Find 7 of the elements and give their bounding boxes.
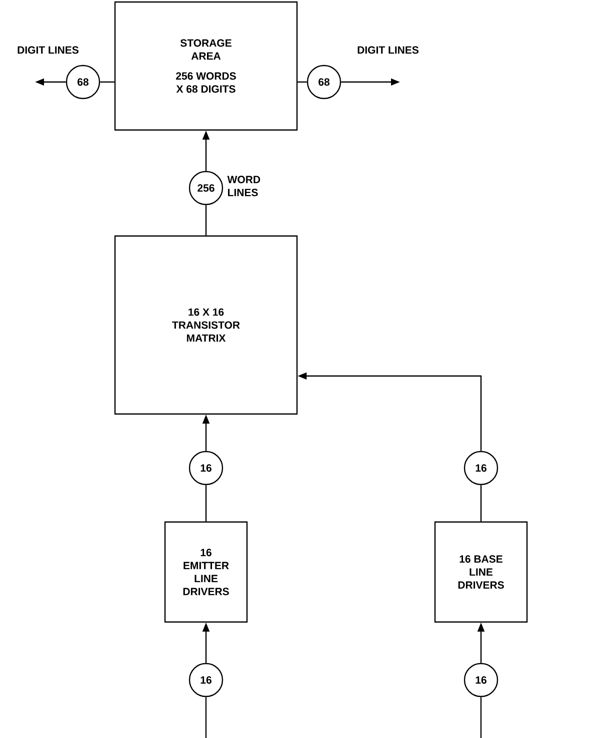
block-box: 16 EMITTER LINE DRIVERS bbox=[164, 521, 248, 623]
line-label: DIGIT LINES bbox=[358, 46, 418, 54]
line-label: DIGIT LINES bbox=[18, 46, 78, 54]
block-box: 16 BASE LINE DRIVERS bbox=[434, 521, 528, 623]
block-box: STORAGE AREA 256 WORDS X 68 DIGITS bbox=[114, 1, 298, 131]
beside-label: WORD LINES bbox=[227, 176, 260, 196]
block-box: 16 X 16 TRANSISTOR MATRIX bbox=[114, 235, 298, 415]
